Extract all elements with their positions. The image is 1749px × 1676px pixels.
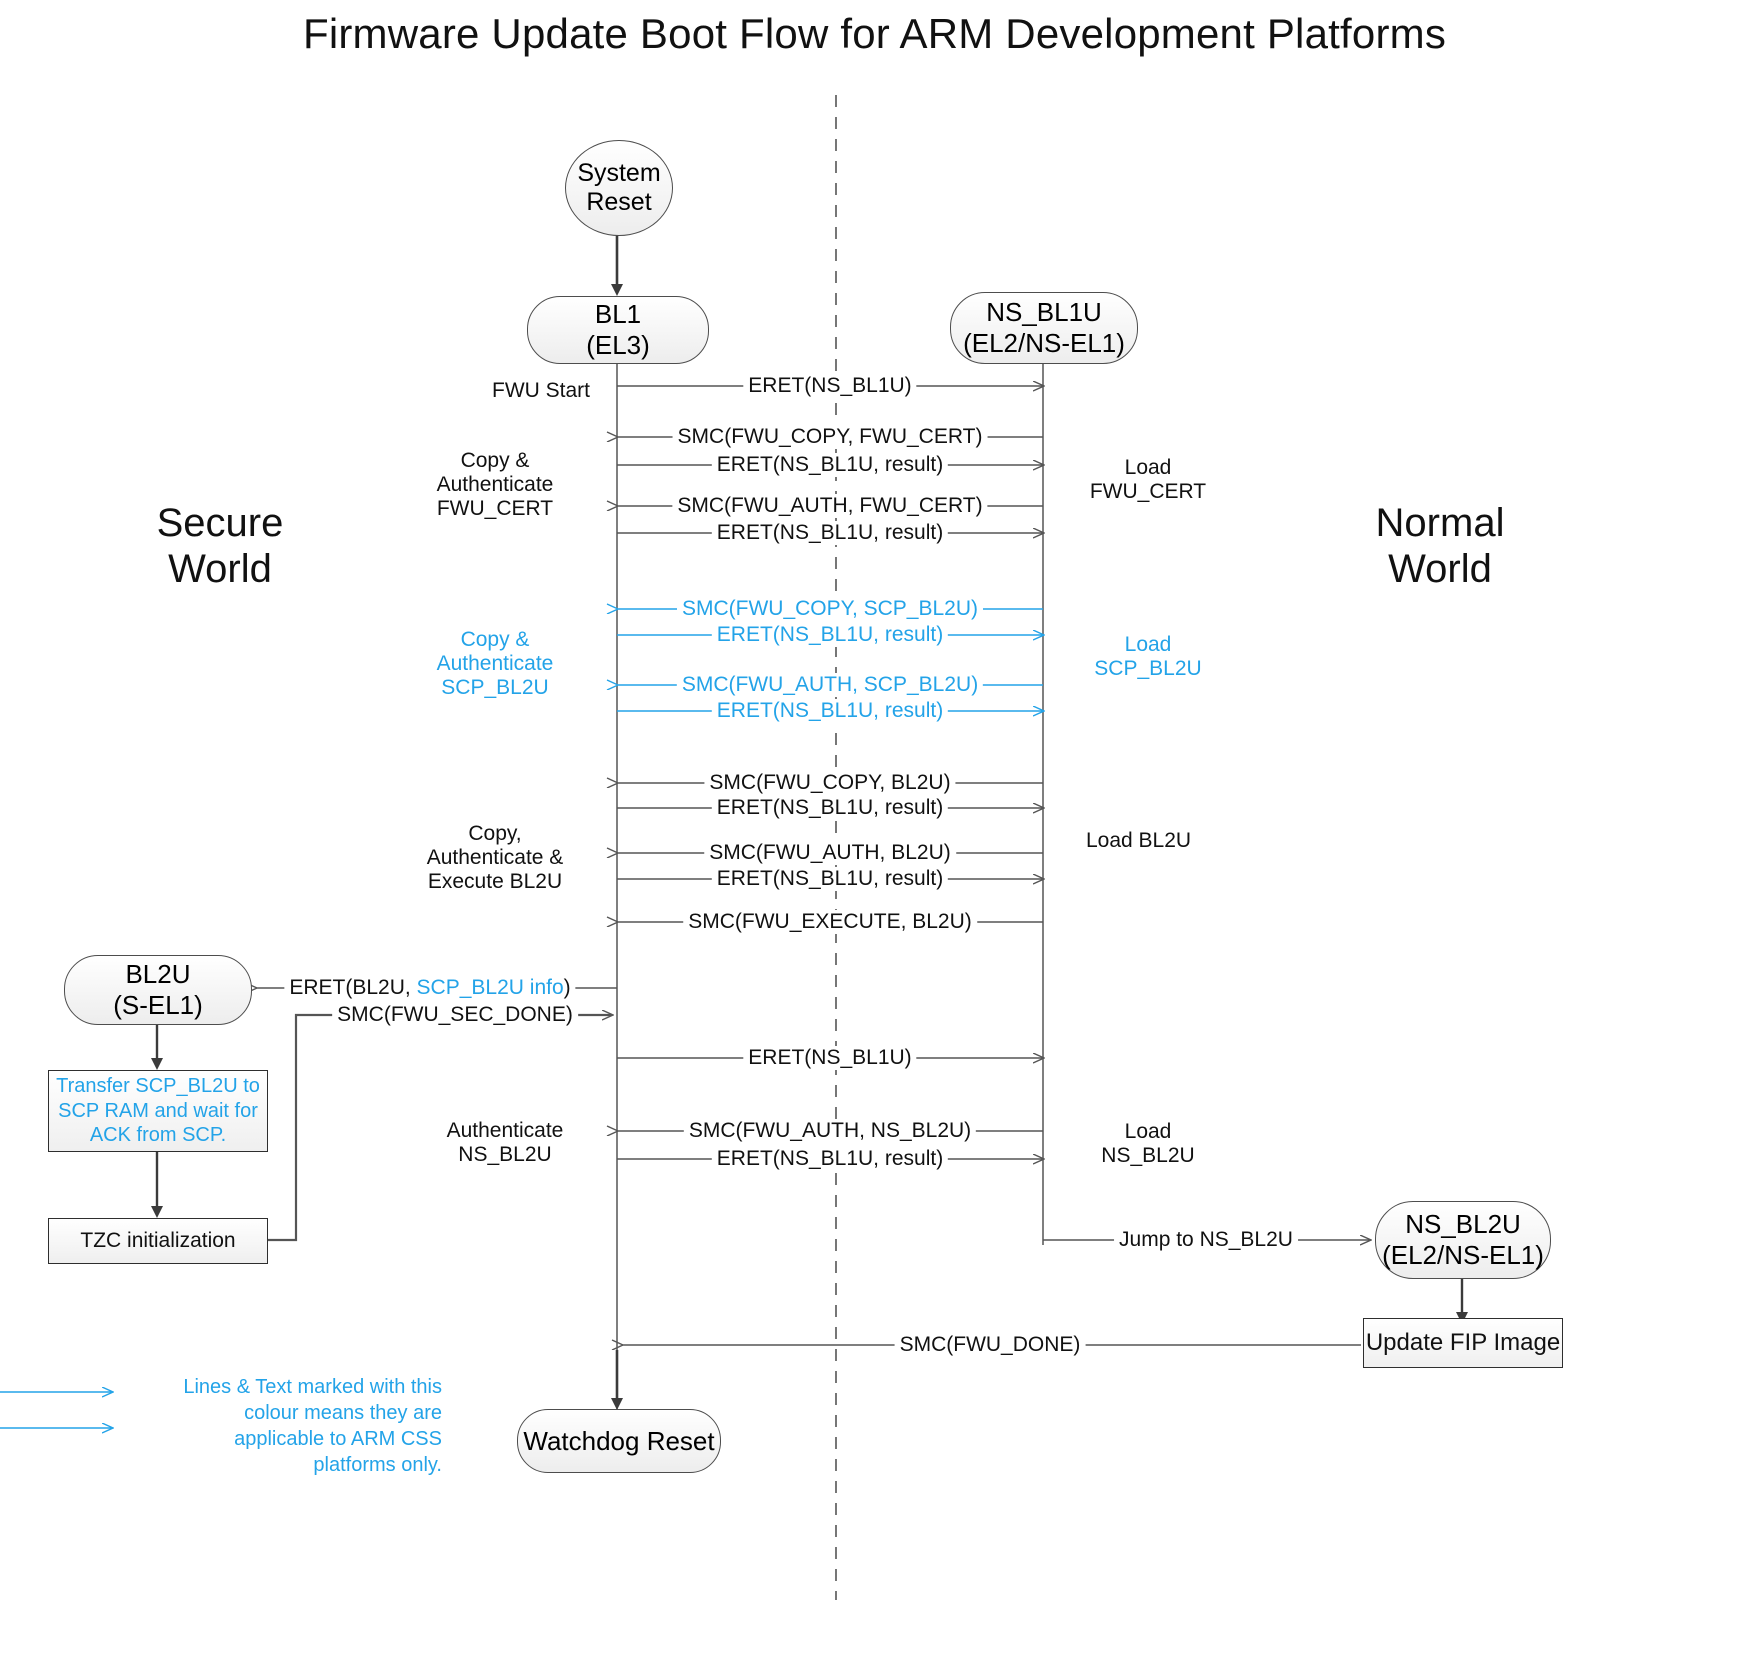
label-authenticate-ns-bl2u: Authenticate NS_BL2U [410, 1119, 600, 1167]
label-copy-authenticate-scp-bl2u: Copy & Authenticate SCP_BL2U [400, 628, 590, 700]
message-eret-bl2u-scp-info: ERET(BL2U, SCP_BL2U info) [284, 976, 576, 1000]
label-line: Authenticate & [426, 845, 564, 869]
label-load-ns-bl2u: Load NS_BL2U [1063, 1120, 1233, 1168]
label-line: Load [1124, 633, 1172, 656]
message-smc-fwu-auth-scp-bl2u: SMC(FWU_AUTH, SCP_BL2U) [676, 673, 984, 697]
label-line: Copy & [460, 628, 530, 651]
message-smc-fwu-copy-bl2u: SMC(FWU_COPY, BL2U) [704, 771, 956, 795]
label-line: NS_BL2U [1101, 1143, 1195, 1167]
box-transfer-scp-bl2u[interactable]: Transfer SCP_BL2U to SCP RAM and wait fo… [48, 1070, 268, 1152]
message-eret-ns-bl1u-2: ERET(NS_BL1U) [743, 1046, 917, 1070]
node-system-reset-line2: Reset [586, 188, 652, 216]
legend-text: Lines & Text marked with this colour mea… [183, 1376, 442, 1476]
label-line: NS_BL2U [458, 1142, 552, 1166]
label-load-scp-bl2u: Load SCP_BL2U [1063, 633, 1233, 681]
label-line: Copy & [460, 449, 530, 472]
label-line: FWU_CERT [436, 496, 554, 520]
label-load-bl2u: Load BL2U [1086, 829, 1192, 852]
label-line: FWU_CERT [1089, 479, 1207, 503]
secure-world-line1: Secure [156, 501, 284, 545]
label-line: Load [1124, 456, 1172, 479]
normal-world-label: Normal World [1280, 500, 1600, 593]
message-jump-to-ns-bl2u: Jump to NS_BL2U [1114, 1228, 1298, 1252]
message-eret-ns-bl1u-result-3: ERET(NS_BL1U, result) [711, 623, 949, 647]
message-eret-ns-bl1u-result-2: ERET(NS_BL1U, result) [711, 521, 949, 545]
node-system-reset-line1: System [577, 158, 661, 187]
message-eret-ns-bl1u-result-6: ERET(NS_BL1U, result) [711, 867, 949, 891]
label-line: Load [1124, 1120, 1172, 1143]
label-load-fwu-cert: Load FWU_CERT [1063, 456, 1233, 504]
label-line: Authenticate [446, 1119, 564, 1142]
message-smc-fwu-copy-scp-bl2u: SMC(FWU_COPY, SCP_BL2U) [676, 597, 984, 621]
msg-part-suffix: ) [563, 976, 571, 999]
label-line: SCP_BL2U [1094, 656, 1202, 680]
message-smc-fwu-sec-done: SMC(FWU_SEC_DONE) [332, 1003, 578, 1027]
message-eret-ns-bl1u-result-5: ERET(NS_BL1U, result) [711, 796, 949, 820]
message-smc-fwu-auth-fwu-cert: SMC(FWU_AUTH, FWU_CERT) [672, 494, 988, 518]
legend-arrows [0, 1392, 112, 1428]
message-smc-fwu-done: SMC(FWU_DONE) [894, 1333, 1086, 1357]
label-line: Execute BL2U [427, 869, 563, 893]
normal-world-line2: World [1388, 547, 1492, 592]
label-fwu-start: FWU Start [492, 379, 590, 402]
node-ns-bl2u-line1: NS_BL2U [1405, 1209, 1521, 1240]
node-bl1[interactable]: BL1 (EL3) [527, 296, 709, 364]
label-line: Authenticate [436, 472, 554, 496]
node-watchdog-reset[interactable]: Watchdog Reset [517, 1409, 721, 1473]
node-ns-bl2u-line2: (EL2/NS-EL1) [1382, 1240, 1544, 1270]
box-tzc-initialization[interactable]: TZC initialization [48, 1218, 268, 1264]
secure-world-line2: World [168, 547, 272, 592]
node-bl1-line2: (EL3) [586, 330, 650, 360]
node-system-reset[interactable]: System Reset [565, 140, 673, 236]
node-bl1-line1: BL1 [594, 299, 642, 330]
page-title: Firmware Update Boot Flow for ARM Develo… [302, 10, 1447, 57]
message-eret-ns-bl1u-1: ERET(NS_BL1U) [743, 374, 917, 398]
node-ns-bl1u-line2: (EL2/NS-EL1) [963, 328, 1125, 358]
message-smc-fwu-copy-fwu-cert: SMC(FWU_COPY, FWU_CERT) [672, 425, 988, 449]
label-line: SCP_BL2U [441, 675, 549, 699]
message-smc-fwu-execute-bl2u: SMC(FWU_EXECUTE, BL2U) [683, 910, 977, 934]
node-ns-bl1u[interactable]: NS_BL1U (EL2/NS-EL1) [950, 292, 1138, 364]
label-copy-authenticate-fwu-cert: Copy & Authenticate FWU_CERT [400, 449, 590, 521]
normal-world-line1: Normal [1375, 501, 1505, 545]
box-update-fip-image[interactable]: Update FIP Image [1363, 1318, 1563, 1368]
node-ns-bl2u[interactable]: NS_BL2U (EL2/NS-EL1) [1375, 1201, 1551, 1279]
message-smc-fwu-auth-bl2u: SMC(FWU_AUTH, BL2U) [704, 841, 956, 865]
label-line: Authenticate [436, 651, 554, 675]
msg-part-css: SCP_BL2U info [416, 976, 564, 999]
node-bl2u-line2: (S-EL1) [113, 990, 203, 1020]
label-copy-authenticate-execute-bl2u: Copy, Authenticate & Execute BL2U [390, 822, 600, 894]
node-bl2u[interactable]: BL2U (S-EL1) [64, 955, 252, 1025]
node-watchdog-reset-label: Watchdog Reset [523, 1425, 715, 1456]
message-smc-fwu-auth-ns-bl2u: SMC(FWU_AUTH, NS_BL2U) [683, 1119, 977, 1143]
message-eret-ns-bl1u-result-4: ERET(NS_BL1U, result) [711, 699, 949, 723]
node-bl2u-line1: BL2U [125, 959, 191, 990]
msg-part-prefix: ERET(BL2U, [289, 976, 417, 999]
message-eret-ns-bl1u-result-7: ERET(NS_BL1U, result) [711, 1147, 949, 1171]
node-ns-bl1u-line1: NS_BL1U [986, 297, 1102, 328]
secure-world-label: Secure World [60, 500, 380, 593]
message-eret-ns-bl1u-result-1: ERET(NS_BL1U, result) [711, 453, 949, 477]
label-line: Copy, [468, 822, 522, 845]
